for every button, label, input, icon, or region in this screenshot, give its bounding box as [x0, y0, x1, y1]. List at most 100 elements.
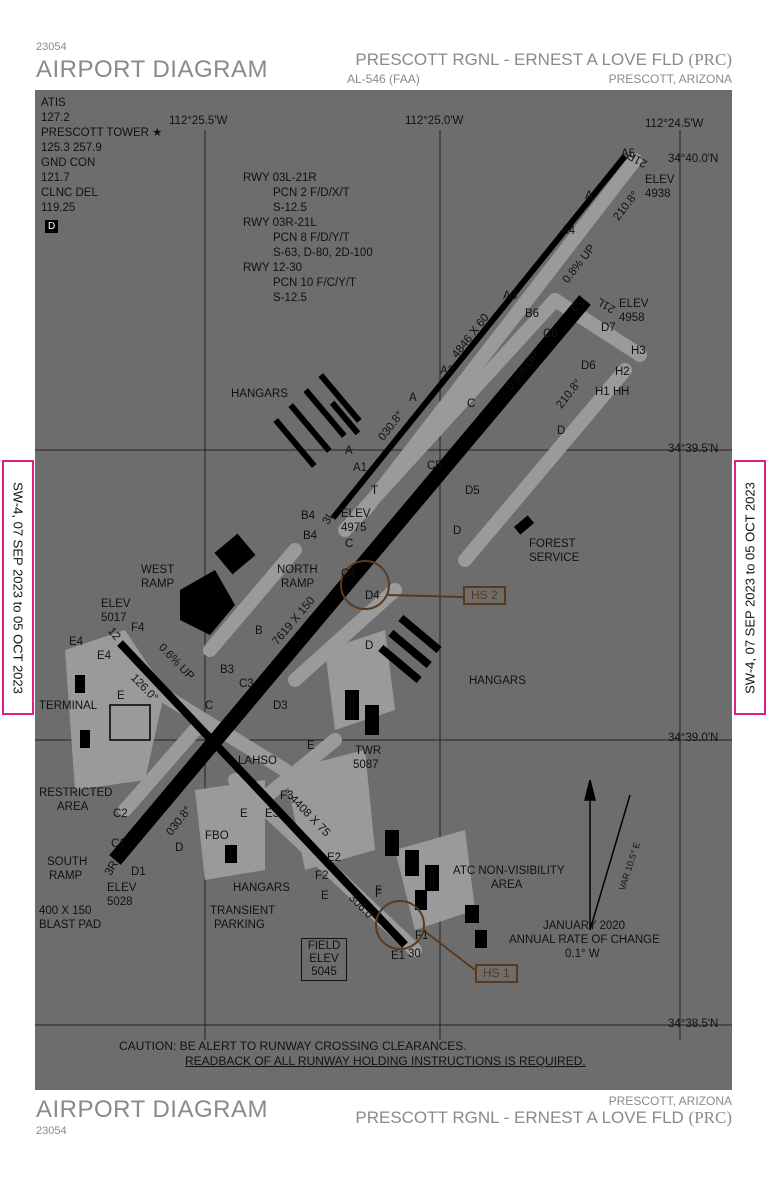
transient-parking-label: PARKING — [214, 919, 265, 931]
pcn-rwy-03l-value: PCN 2 F/D/X/T — [273, 187, 350, 199]
taxiway-label: F3 — [280, 790, 294, 802]
taxiway-label: C6 — [543, 328, 558, 340]
elevation-12: 5017 — [101, 612, 127, 624]
atc-non-visibility-label: ATC NON-VISIBILITY — [453, 865, 565, 877]
hangars-nw — [273, 373, 362, 468]
elevation-21l: 4958 — [619, 312, 645, 324]
runway-12-30 — [117, 640, 408, 948]
taxiway-label: E4 — [69, 636, 84, 648]
taxiway-label: H2 — [615, 366, 630, 378]
runway-03r-21l — [109, 295, 591, 865]
elevation-3l: 4975 — [341, 522, 367, 534]
taxiway-label: C1 — [111, 838, 126, 850]
west-ramp-label: RAMP — [141, 578, 175, 590]
blast-pad-label: BLAST PAD — [39, 919, 102, 931]
magnetic-variation-arrow — [584, 779, 631, 931]
taxiway-label: D — [175, 842, 184, 854]
taxiway-label: B6 — [525, 308, 540, 320]
footer-airport-name: PRESCOTT RGNL - ERNEST A LOVE FLD (PRC) — [355, 1108, 732, 1127]
hangars-east-label: HANGARS — [469, 675, 526, 687]
taxiway-label: A — [409, 392, 417, 404]
taxiway-label: H — [613, 386, 622, 398]
pcn-rwy-03l-weight: S-12.5 — [273, 202, 307, 214]
tower-frequency: 125.3 257.9 — [41, 142, 102, 154]
taxiway-label: C5 — [427, 460, 442, 472]
taxiway-label: D — [365, 640, 374, 652]
pcn-rwy-03r: RWY 03R-21L — [243, 217, 317, 229]
restricted-area-label: AREA — [57, 801, 89, 813]
elevation-3r: 5028 — [107, 896, 133, 908]
taxiway-label: E4 — [97, 650, 112, 662]
validity-left: SW-4, 07 SEP 2023 to 05 OCT 2023 — [2, 460, 34, 715]
transient-parking-label: TRANSIENT — [210, 905, 276, 917]
elevation-3r-label: ELEV — [107, 882, 137, 894]
hangars-south-label: HANGARS — [233, 882, 290, 894]
validity-right: SW-4, 07 SEP 2023 to 05 OCT 2023 — [734, 460, 766, 715]
taxiway-label: D6 — [581, 360, 596, 372]
taxiway-label: F — [375, 885, 383, 897]
hot-spot-2-circle — [340, 560, 390, 610]
taxiway-label: E1 — [391, 950, 406, 962]
taxiway-label: C — [345, 538, 354, 550]
atis-label: ATIS — [41, 97, 66, 109]
city-state: PRESCOTT, ARIZONA — [608, 72, 732, 86]
forest-service-label: FOREST — [529, 538, 576, 550]
diagram-title: AIRPORT DIAGRAM — [36, 56, 268, 83]
taxiway-label: B — [255, 625, 263, 637]
taxiway-label: H — [621, 386, 630, 398]
annual-change-value: 0.1° W — [565, 948, 600, 960]
taxiway-label: A2 — [440, 365, 455, 377]
taxiway-label: E2 — [327, 852, 342, 864]
taxiway-label: C — [205, 700, 214, 712]
d-badge: D — [45, 220, 59, 233]
chart-number: 23054 — [36, 41, 67, 53]
pcn-rwy-03r-weight: S-63, D-80, 2D-100 — [273, 247, 373, 259]
longitude-label: 112°25.0'W — [405, 115, 464, 127]
runway-03l-21r — [330, 154, 628, 520]
lahso-label: LAHSO — [238, 755, 277, 767]
taxiway-label: F1 — [415, 930, 429, 942]
tower-label: PRESCOTT TOWER ★ — [41, 127, 163, 139]
taxiway-label: A1 — [353, 462, 368, 474]
taxiway-label: C7 — [571, 302, 586, 314]
taxiway-label: A5 — [621, 148, 636, 160]
annual-change-label: ANNUAL RATE OF CHANGE — [509, 934, 660, 946]
terminal-building — [109, 704, 151, 741]
terminal-label: TERMINAL — [39, 700, 98, 712]
latitude-label: 34°38.5'N — [668, 1018, 719, 1030]
taxiway-label: D — [453, 525, 462, 537]
pcn-rwy-12-value: PCN 10 F/C/Y/T — [273, 277, 357, 289]
pcn-rwy-12-weight: S-12.5 — [273, 292, 307, 304]
footer-chart-number: 23054 — [36, 1125, 67, 1137]
lat-lon-grid — [35, 130, 732, 1040]
taxiway-label: C4 — [341, 568, 356, 580]
forest-service-label: SERVICE — [529, 552, 580, 564]
latitude-label: 34°39.0'N — [668, 732, 719, 744]
fbo-label: FBO — [205, 830, 229, 842]
buildings — [75, 515, 535, 948]
taxiway-label: E — [307, 740, 315, 752]
tower-elevation: 5087 — [353, 759, 379, 771]
taxiway-label: D7 — [601, 322, 616, 334]
longitude-label: 112°25.5'W — [169, 115, 228, 127]
taxiway-label: F2 — [315, 870, 329, 882]
pcn-rwy-03l: RWY 03L-21R — [243, 172, 317, 184]
atc-non-visibility-label: AREA — [491, 879, 523, 891]
clnc-frequency: 119.25 — [41, 202, 76, 214]
restricted-area-label: RESTRICTED — [39, 787, 113, 799]
taxiway-label: D3 — [273, 700, 288, 712]
taxiway-label: H1 — [595, 386, 610, 398]
taxiway-label: E — [240, 808, 248, 820]
taxiway-label: B4 — [301, 510, 316, 522]
taxiway-label: E3 — [265, 808, 280, 820]
taxiway-label: F — [375, 888, 383, 900]
longitude-label: 112°24.5'W — [645, 118, 704, 130]
caution-line-1: CAUTION: BE ALERT TO RUNWAY CROSSING CLE… — [119, 1039, 467, 1053]
atis-frequency: 127.2 — [41, 112, 70, 124]
elevation-21r-label: ELEV — [645, 174, 675, 186]
pcn-rwy-03r-value: PCN 8 F/D/Y/T — [273, 232, 350, 244]
taxiway-label: F4 — [131, 622, 145, 634]
taxiway-label: D1 — [131, 866, 146, 878]
south-ramp-label: RAMP — [49, 870, 83, 882]
taxiway-label: D — [557, 425, 566, 437]
